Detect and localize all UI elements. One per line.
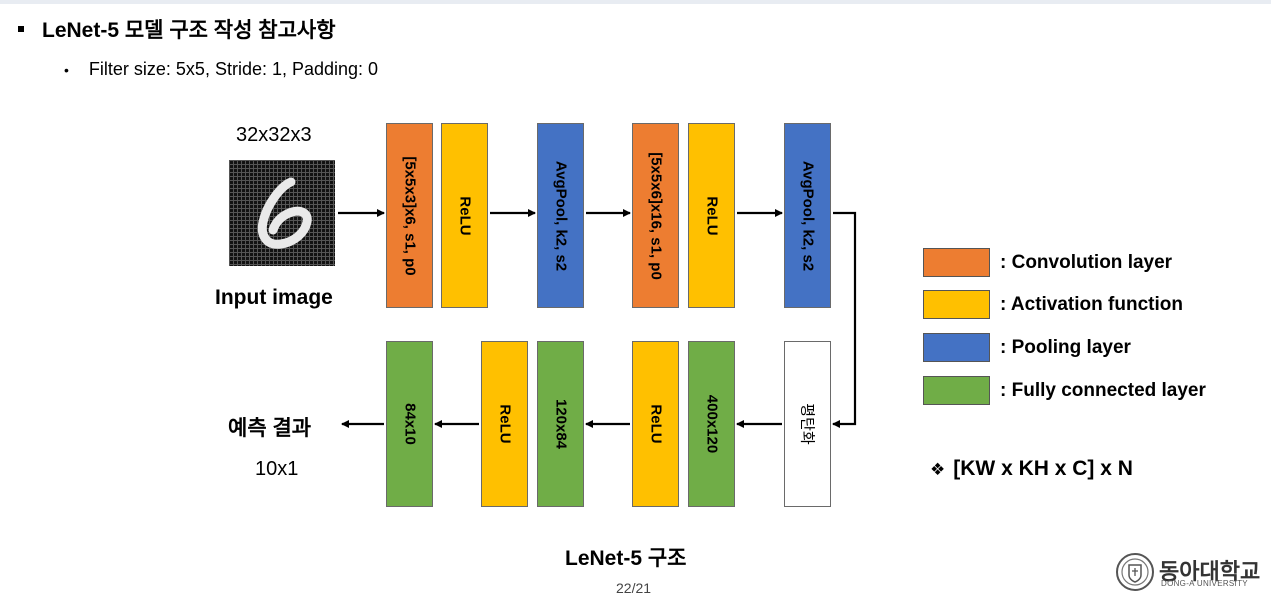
relu4-block: ReLU (481, 341, 528, 507)
slide-title: LeNet-5 모델 구조 작성 참고사항 (12, 14, 336, 44)
university-logo: 동아대학교 DONG-A UNIVERSITY (1115, 552, 1265, 594)
legend-text-convolution: : Convolution layer (1000, 252, 1173, 273)
fc3-block: 84x10 (386, 341, 433, 507)
diagram-caption: LeNet-5 구조 (565, 547, 687, 570)
output-label: 예측 결과 (228, 417, 312, 440)
kernel-formula-text: [KW x KH x C] x N (953, 457, 1133, 480)
fc1-block: 400x120 (688, 341, 735, 507)
input-digit-image (229, 160, 335, 266)
arrow-pool2-flatten (832, 211, 857, 428)
input-image-label: Input image (215, 286, 333, 309)
legend-swatch-pooling (923, 333, 990, 362)
output-size-label: 10x1 (255, 458, 299, 480)
flatten-block: 평탄화 (784, 341, 831, 507)
pool1-block: AvgPool, k2, s2 (537, 123, 584, 308)
legend-swatch-fully-connected (923, 376, 990, 405)
square-bullet-icon (18, 26, 24, 33)
relu1-block: ReLU (441, 123, 488, 308)
slide-title-text: LeNet-5 모델 구조 작성 참고사항 (42, 19, 336, 42)
slide-subtitle: • Filter size: 5x5, Stride: 1, Padding: 0 (64, 59, 378, 80)
legend-text-pooling: : Pooling layer (1000, 337, 1131, 358)
page-number: 22/21 (616, 580, 652, 596)
slide-subtitle-text: Filter size: 5x5, Stride: 1, Padding: 0 (88, 59, 379, 79)
pool2-block: AvgPool, k2, s2 (784, 123, 831, 308)
relu3-block: ReLU (632, 341, 679, 507)
university-emblem-icon (1116, 553, 1154, 591)
legend-text-fully-connected: : Fully connected layer (1000, 380, 1206, 401)
conv2-block: [5x5x6]x16, s1, p0 (632, 123, 679, 308)
conv1-block: [5x5x3]x6, s1, p0 (386, 123, 433, 308)
legend-swatch-activation (923, 290, 990, 319)
legend-swatch-convolution (923, 248, 990, 277)
relu2-block: ReLU (688, 123, 735, 308)
fc2-block: 120x84 (537, 341, 584, 507)
diamond-bullet-icon: ❖ (930, 460, 946, 479)
top-border (0, 0, 1271, 4)
university-subname: DONG-A UNIVERSITY (1161, 579, 1248, 588)
kernel-formula: ❖ [KW x KH x C] x N (930, 457, 1133, 481)
input-size-label: 32x32x3 (236, 124, 312, 146)
legend-text-activation: : Activation function (1000, 294, 1183, 315)
university-name: 동아대학교 (1159, 559, 1261, 584)
bullet-icon: • (64, 62, 69, 78)
